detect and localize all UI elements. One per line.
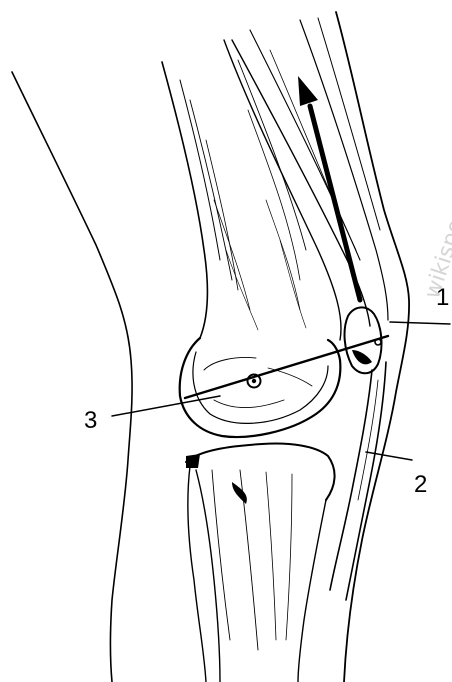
quadriceps-force-arrow [298, 76, 360, 300]
posterior-leg-contour [12, 72, 132, 682]
label-1: 1 [436, 284, 449, 311]
femoral-condyle [180, 338, 341, 437]
quadriceps-tendon [232, 18, 388, 326]
label-2: 2 [414, 471, 427, 498]
fibula [196, 470, 220, 682]
anterior-leg-contour [336, 12, 409, 682]
label-3: 3 [84, 407, 97, 434]
rotation-center-dot [252, 379, 256, 383]
lever-axis-line [185, 336, 388, 398]
tibia [186, 444, 335, 682]
femur-shaft [162, 40, 341, 340]
leader-line-3 [112, 396, 220, 416]
leader-line-2 [366, 452, 412, 460]
leader-line-1 [390, 322, 450, 324]
